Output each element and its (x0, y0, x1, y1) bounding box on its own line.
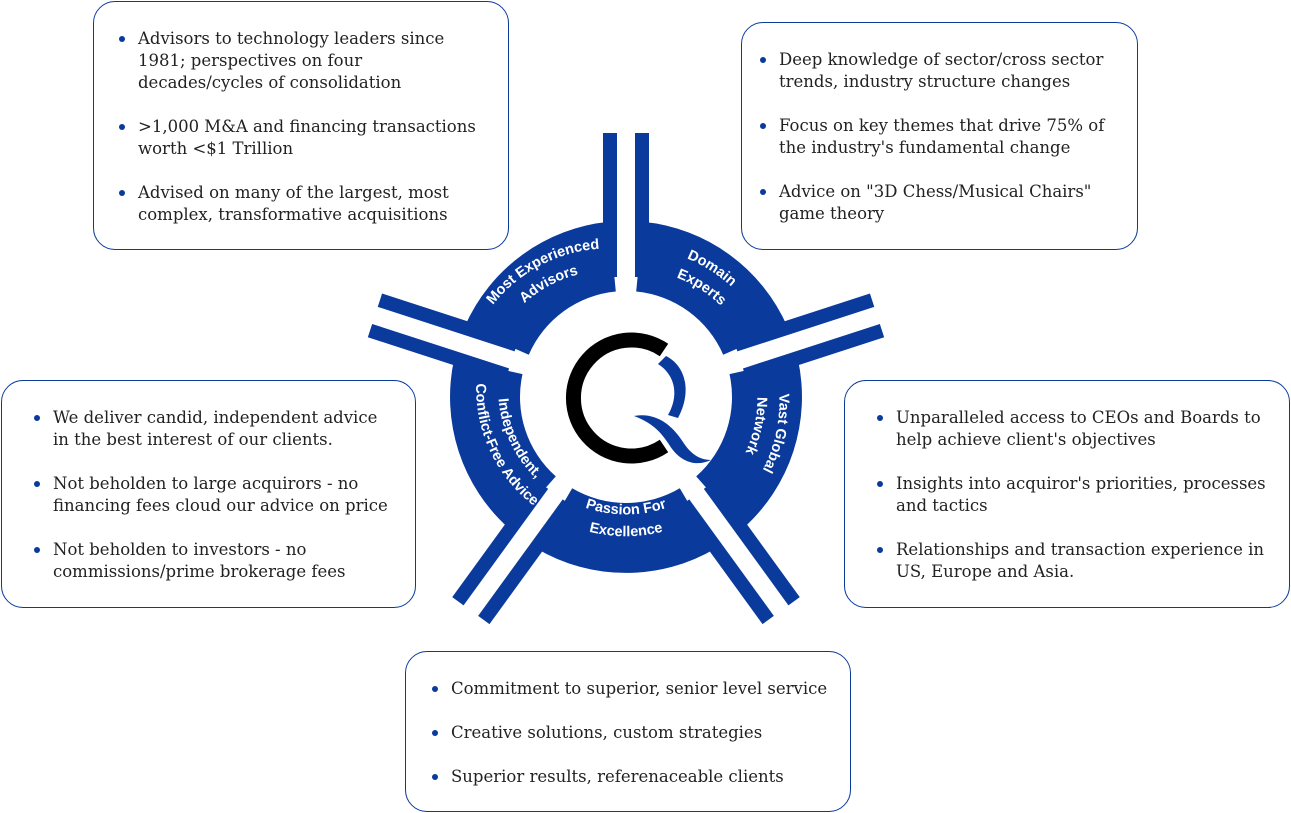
ring-segment (536, 488, 716, 573)
segment-passion-for-excellence: Passion For Excellence (584, 496, 668, 540)
q-logo-icon (565, 332, 711, 464)
bullet-item: Focus on key themes that drive 75% of th… (758, 115, 1117, 159)
bullet-item: Not beholden to large acquirors - no fin… (32, 473, 397, 517)
bullet-item: Advice on "3D Chess/Musical Chairs" game… (758, 181, 1117, 225)
bullet-list: Unparalleled access to CEOs and Boards t… (875, 407, 1273, 583)
bullet-list: Commitment to superior, senior level ser… (430, 678, 834, 788)
ring-segment (450, 358, 556, 529)
bullet-item: We deliver candid, independent advice in… (32, 407, 397, 451)
logo-q-tail (634, 415, 711, 464)
card-most-experienced-advisors: Advisors to technology leaders since 198… (93, 1, 509, 250)
bullet-list: Advisors to technology leaders since 198… (117, 28, 486, 226)
bullet-item: Not beholden to investors - no commissio… (32, 539, 397, 583)
diagram-ring (450, 221, 802, 573)
segment-label-line: Excellence (588, 520, 664, 540)
bullet-item: Creative solutions, custom strategies (430, 722, 834, 744)
bullet-item: Relationships and transaction experience… (875, 539, 1273, 583)
card-independent-advice: We deliver candid, independent advice in… (1, 380, 416, 608)
bullet-item: Superior results, referenaceable clients (430, 766, 834, 788)
bullet-item: Advisors to technology leaders since 198… (117, 28, 486, 94)
logo-q-bowl (658, 356, 686, 418)
ring-segment (464, 221, 616, 355)
card-domain-experts: Deep knowledge of sector/cross sector tr… (741, 22, 1138, 250)
bullet-item: Advised on many of the largest, most com… (117, 182, 486, 226)
segment-label-line: Passion For (584, 496, 668, 518)
bullet-item: Unparalleled access to CEOs and Boards t… (875, 407, 1273, 451)
ring-segment (636, 221, 788, 355)
ring-segment (696, 358, 802, 529)
card-passion-for-excellence: Commitment to superior, senior level ser… (405, 651, 851, 812)
card-vast-global-network: Unparalleled access to CEOs and Boards t… (844, 380, 1290, 608)
logo-c-arc (565, 332, 669, 464)
bullet-item: Deep knowledge of sector/cross sector tr… (758, 49, 1117, 93)
bullet-item: Insights into acquiror's priorities, pro… (875, 473, 1273, 517)
bullet-item: >1,000 M&A and financing transactions wo… (117, 116, 486, 160)
bullet-list: We deliver candid, independent advice in… (32, 407, 397, 583)
bullet-list: Deep knowledge of sector/cross sector tr… (758, 49, 1117, 225)
bullet-item: Commitment to superior, senior level ser… (430, 678, 834, 700)
